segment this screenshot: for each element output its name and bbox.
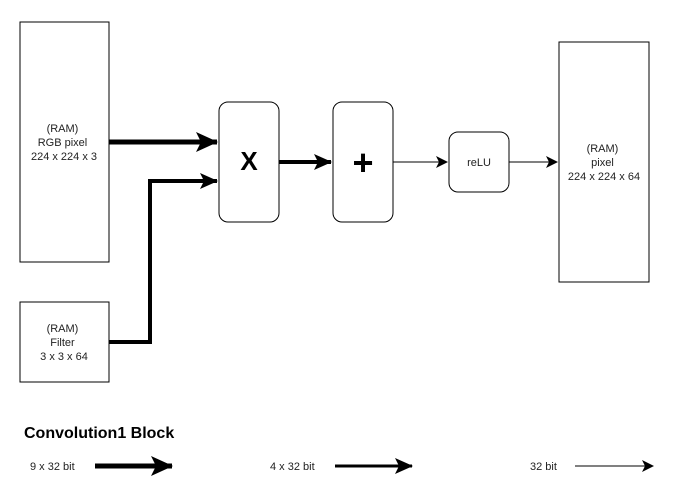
legend-label-4x32: 4 x 32 bit <box>270 461 315 473</box>
filter-box-line-1: (RAM) <box>47 323 79 335</box>
svg-text:(RAM) pixel 224 x: (RAM) pixel 224 x 224 x 64 <box>568 143 640 183</box>
output-box-line-1: (RAM) <box>587 143 619 155</box>
svg-text:(RAM) RGB pixel 22: (RAM) RGB pixel 224 x 224 x 3 <box>31 123 97 163</box>
filter-to-multiply-arrow <box>109 173 218 344</box>
add-operator-box: + <box>332 101 394 223</box>
multiply-label: X <box>240 146 258 176</box>
filter-box-line-3: 3 x 3 x 64 <box>40 351 88 363</box>
relu-box: reLU <box>448 131 510 193</box>
svg-text:(RAM) Filter 3 x 3: (RAM) Filter 3 x 3 x 64 <box>40 323 88 363</box>
rgb-box-line-2: RGB pixel <box>38 137 88 149</box>
output-box-line-3: 224 x 224 x 64 <box>568 171 640 183</box>
legend-label-9x32: 9 x 32 bit <box>30 461 75 473</box>
relu-label: reLU <box>467 157 491 169</box>
add-label: + <box>352 142 373 183</box>
rgb-pixel-ram-box: (RAM) RGB pixel 224 x 224 x 3 <box>19 21 110 263</box>
output-box-line-2: pixel <box>591 157 614 169</box>
rgb-box-line-3: 224 x 224 x 3 <box>31 151 97 163</box>
legend: 9 x 32 bit 4 x 32 bit 32 bit <box>30 456 654 476</box>
diagram-title: Convolution1 Block <box>24 425 174 442</box>
multiply-operator-box: X <box>218 101 280 223</box>
legend-label-32: 32 bit <box>530 461 557 473</box>
output-pixel-ram-box: (RAM) pixel 224 x 224 x 64 <box>558 41 650 283</box>
filter-box-line-2: Filter <box>50 337 75 349</box>
filter-ram-box: (RAM) Filter 3 x 3 x 64 <box>19 301 110 383</box>
rgb-box-line-1: (RAM) <box>47 123 79 135</box>
